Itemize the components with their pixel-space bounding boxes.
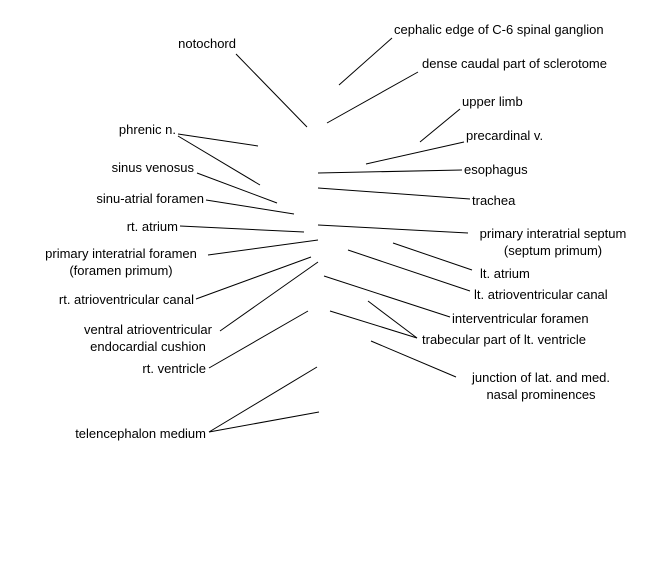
leader-junction-nasal	[370, 340, 457, 378]
leader-interventricular	[323, 275, 451, 318]
leader-sinu-atrial	[205, 199, 295, 215]
leader-phrenic-a	[177, 133, 259, 147]
leader-cephalic-edge	[338, 37, 393, 86]
label-rt-atrioventricular-canal: rt. atrioventricular canal	[58, 292, 194, 307]
leader-telencephalon-a	[208, 366, 318, 433]
leader-esophagus	[317, 169, 463, 174]
leader-rt-av-canal	[195, 256, 312, 300]
leader-trabecular-a	[329, 310, 418, 339]
leader-trabecular-b	[367, 300, 418, 339]
label-phrenic-n: phrenic n.	[118, 122, 176, 137]
leader-dense-caudal	[326, 71, 419, 124]
label-trabecular-lt-ventricle: trabecular part of lt. ventricle	[422, 332, 587, 347]
leader-lt-av-canal	[347, 249, 471, 292]
label-trachea: trachea	[472, 193, 516, 208]
label-primary-interatrial-septum: primary interatrial septum (septum primu…	[479, 226, 627, 258]
leader-septum-primum	[317, 224, 469, 234]
leader-notochord	[235, 53, 308, 128]
leader-telencephalon-b	[208, 411, 320, 433]
leader-rt-atrium	[179, 225, 305, 233]
leader-foramen-primum	[207, 239, 319, 256]
label-telencephalon-medium: telencephalon medium	[75, 426, 206, 441]
label-interventricular-foramen: interventricular foramen	[452, 311, 589, 326]
label-junction-nasal-prominences: junction of lat. and med. nasal prominen…	[471, 370, 611, 402]
label-esophagus: esophagus	[464, 162, 528, 177]
label-dense-caudal: dense caudal part of sclerotome	[422, 56, 607, 71]
leader-precardinal	[365, 141, 465, 165]
label-precardinal-v: precardinal v.	[466, 128, 544, 143]
leader-sinus-venosus	[196, 172, 278, 204]
leader-trachea	[317, 187, 471, 200]
label-primary-interatrial-foramen: primary interatrial foramen (foramen pri…	[45, 246, 197, 278]
label-rt-atrium: rt. atrium	[126, 219, 178, 234]
label-lt-atrioventricular-canal: lt. atrioventricular canal	[474, 287, 608, 302]
label-sinus-venosus: sinus venosus	[111, 160, 194, 175]
leader-phrenic-b	[177, 135, 261, 186]
leader-upper-limb	[419, 108, 461, 143]
leader-lt-atrium	[392, 242, 473, 271]
label-notochord: notochord	[178, 36, 236, 51]
leader-rt-ventricle	[208, 310, 309, 369]
label-sinu-atrial-foramen: sinu-atrial foramen	[96, 191, 204, 206]
label-ventral-atrioventricular-cushion: ventral atrioventricular endocardial cus…	[84, 322, 212, 354]
leader-ventral-cushion	[219, 261, 319, 332]
label-lt-atrium: lt. atrium	[480, 266, 530, 281]
label-cephalic-edge: cephalic edge of C-6 spinal ganglion	[394, 22, 604, 37]
label-upper-limb: upper limb	[462, 94, 523, 109]
label-rt-ventricle: rt. ventricle	[142, 361, 206, 376]
